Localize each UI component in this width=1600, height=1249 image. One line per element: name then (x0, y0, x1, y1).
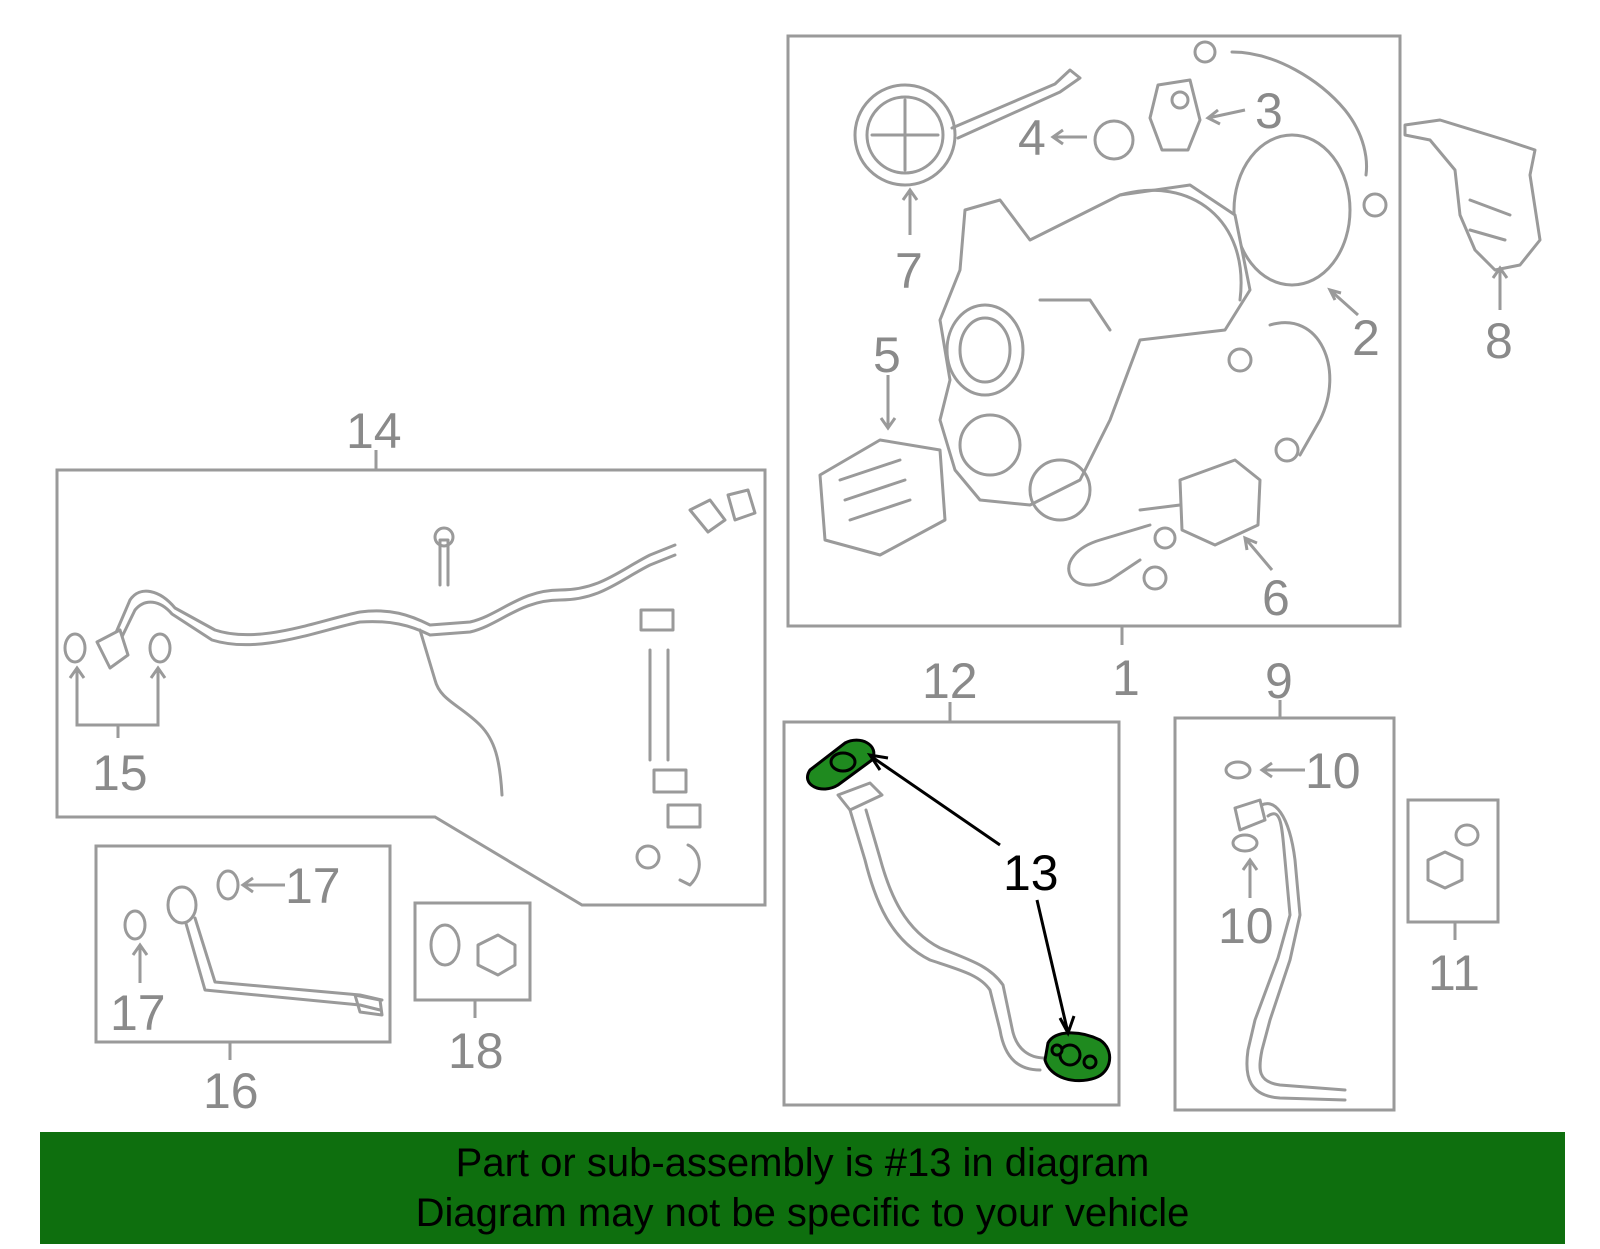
coolant-hose-vertical (648, 648, 670, 762)
vacuum-hose-lower (1067, 523, 1152, 587)
callout-17-bottom: 17 (110, 985, 166, 1041)
turbo-gasket-ring (1232, 133, 1352, 287)
banjo-bolt (1426, 850, 1464, 890)
wastegate-actuator (853, 68, 1082, 187)
coolant-hose-upper (1230, 50, 1368, 177)
callout-13: 13 (1003, 845, 1059, 901)
heat-shield-group: 8 (1403, 118, 1542, 369)
vacuum-hose-mid (1268, 321, 1332, 457)
callout-11: 11 (1428, 945, 1480, 1001)
callout-17-right: 17 (285, 858, 341, 914)
turbocharger-body (938, 183, 1252, 522)
callout-5: 5 (873, 327, 901, 383)
callout-12: 12 (922, 653, 978, 709)
coolant-pipe (113, 543, 677, 637)
callout-9: 9 (1265, 653, 1293, 709)
callout-3: 3 (1255, 83, 1283, 139)
plug-o-ring (429, 923, 461, 967)
coolant-pipe-group: 14 15 (55, 403, 767, 907)
plug-box (413, 901, 532, 1002)
washer-17b (123, 909, 147, 941)
electronic-actuator (818, 438, 947, 557)
banner-line-disclaimer: Diagram may not be specific to your vehi… (415, 1191, 1190, 1235)
turbo-assembly-box (786, 34, 1402, 628)
oil-feed-pipe-box (94, 844, 392, 1044)
callout-6: 6 (1262, 570, 1290, 626)
oil-feed-pipe (183, 918, 382, 1012)
banjo-bolt-group: 11 (1406, 798, 1500, 1001)
callout-2: 2 (1352, 310, 1380, 366)
banjo-bolt-box (1406, 798, 1500, 924)
callout-10-bottom: 10 (1218, 898, 1274, 954)
washer-15a (63, 632, 87, 664)
callout-4: 4 (1018, 110, 1046, 166)
washer-17a (216, 869, 240, 901)
washer-10b (1231, 833, 1259, 853)
callout-15: 15 (92, 745, 148, 801)
oil-feed-pipe-group: 17 17 16 (94, 844, 392, 1119)
washer-10a (1224, 760, 1252, 780)
callout-7: 7 (895, 243, 923, 299)
callout-14: 14 (346, 403, 402, 459)
info-banner: Part or sub-assembly is #13 in diagram D… (40, 1132, 1565, 1244)
callout-16: 16 (203, 1063, 259, 1119)
heat-shield (1403, 118, 1542, 272)
washer-15b (148, 632, 172, 664)
pipe-bolt (438, 538, 450, 587)
banner-line-part: Part or sub-assembly is #13 in diagram (455, 1141, 1150, 1185)
oil-feed-line (1253, 802, 1347, 1092)
plug-group: 18 (413, 901, 532, 1079)
oil-feed-line-box (1173, 716, 1396, 1112)
gasket-13-bottom (1043, 1031, 1111, 1083)
pressure-sensor (1148, 78, 1202, 152)
o-ring-4 (1093, 119, 1135, 161)
oil-return-pipe (848, 808, 1042, 1072)
callout-8: 8 (1485, 313, 1513, 369)
callout-18: 18 (448, 1023, 504, 1079)
coolant-pipe-box (55, 468, 767, 907)
drain-plug (476, 933, 517, 977)
oil-return-pipe-group: 12 13 (782, 653, 1121, 1107)
bypass-solenoid (1138, 458, 1262, 547)
washer-11 (1454, 823, 1480, 847)
turbocharger-group: 7 4 3 2 5 6 1 (786, 34, 1402, 706)
gasket-13-top (806, 738, 876, 791)
oil-feed-line-group: 9 10 10 (1173, 653, 1396, 1112)
callout-1: 1 (1112, 650, 1140, 706)
callout-10-top: 10 (1305, 743, 1361, 799)
